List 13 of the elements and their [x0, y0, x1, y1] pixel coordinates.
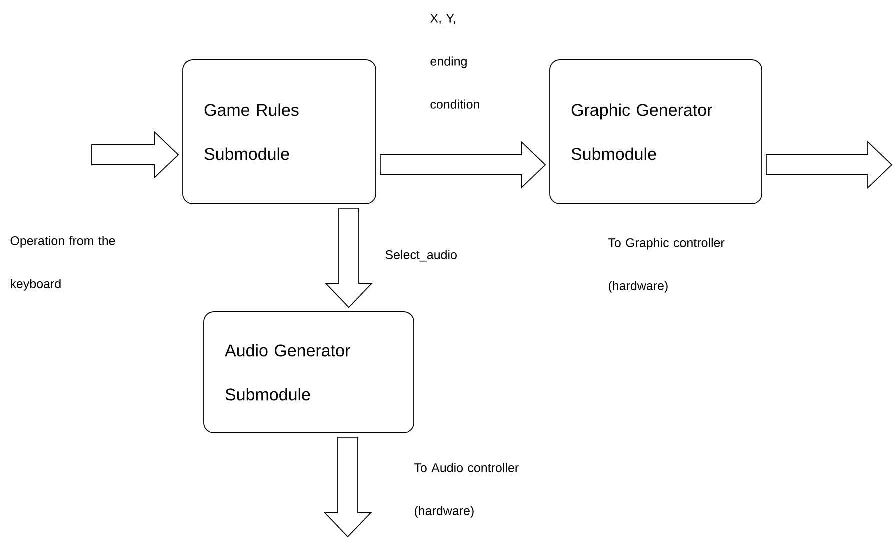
note-text: To Audio controller (hardware) [414, 463, 519, 518]
block-arrow [766, 140, 893, 190]
block-arrow [324, 437, 372, 538]
note-text: To Graphic controller (hardware) [608, 238, 725, 293]
process-box: Audio Generator Submodule [204, 312, 414, 434]
edge-label: Select_audio [386, 250, 457, 262]
edge-label: X, Y, ending condition [430, 14, 480, 109]
block-arrow [380, 140, 546, 190]
note-text: Operation from the keyboard [10, 236, 116, 291]
block-arrow [92, 130, 180, 180]
process-box: Graphic Generator Submodule [550, 60, 762, 204]
block-arrow [324, 208, 374, 308]
process-box: Game Rules Submodule [182, 60, 376, 204]
